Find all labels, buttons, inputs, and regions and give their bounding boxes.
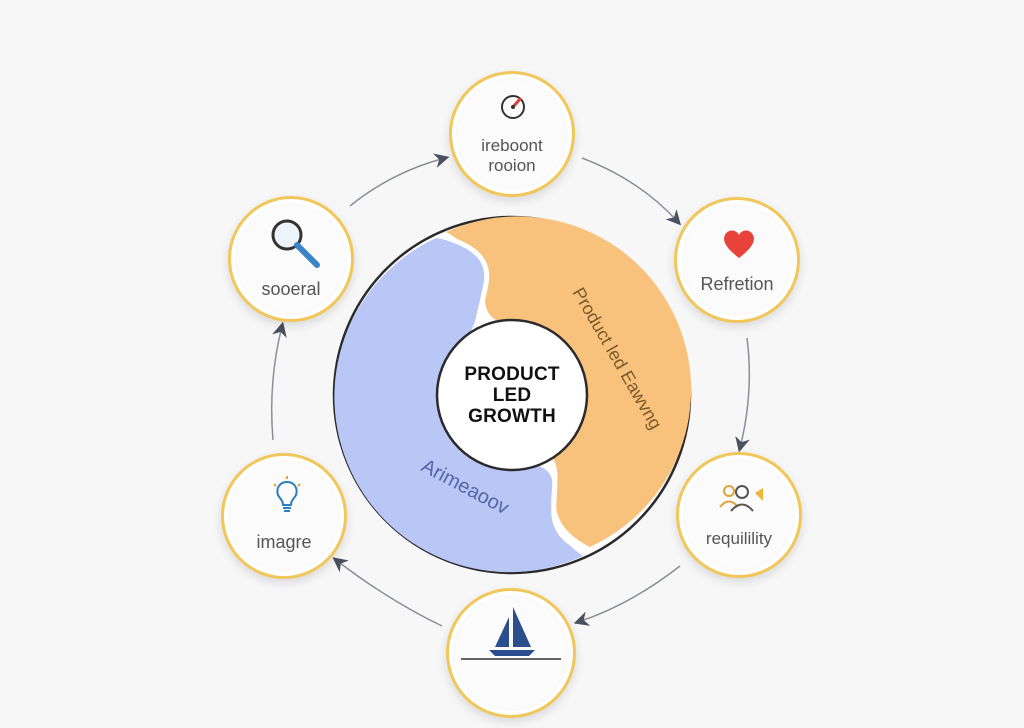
segment-divider-bottom xyxy=(545,454,591,555)
center-circle xyxy=(435,318,589,472)
lightbulb-icon xyxy=(270,476,304,521)
right-segment xyxy=(446,216,692,547)
arrow-left-top-to-top xyxy=(349,153,450,207)
node-left-top[interactable]: sooeral xyxy=(228,196,354,322)
arrow-left-bottom-to-left-top xyxy=(270,321,287,441)
center-title-line1: PRODUCT xyxy=(464,363,560,385)
users-icon xyxy=(717,481,767,520)
node-left-top-label: sooeral xyxy=(261,279,321,299)
center-title: PRODUCT LED GROWTH xyxy=(437,322,587,468)
magnifier-icon xyxy=(265,213,325,278)
node-right-bottom[interactable]: requilility xyxy=(676,452,802,578)
node-left-bottom[interactable]: imagre xyxy=(221,453,347,579)
node-top-label-line1: ireboont xyxy=(481,136,543,155)
node-bottom[interactable] xyxy=(446,588,576,718)
gauge-icon xyxy=(498,92,528,127)
segment-divider-top xyxy=(439,233,490,331)
left-segment xyxy=(334,238,583,573)
node-right-bottom-label: requilility xyxy=(705,529,773,548)
node-right-top-label: Refretion xyxy=(700,274,774,294)
arrow-top-to-right-top xyxy=(581,157,682,226)
center-title-line3: GROWTH xyxy=(468,405,556,427)
center-title-line2: LED xyxy=(492,384,532,406)
arrow-bottom-to-left-bottom xyxy=(332,557,443,627)
heart-icon xyxy=(722,228,756,265)
arrow-right-bottom-to-bottom xyxy=(573,565,681,626)
node-top-label-line2: rooion xyxy=(488,156,536,175)
sailboat-icon xyxy=(461,603,561,668)
node-left-bottom-label: imagre xyxy=(256,532,312,552)
node-right-top[interactable]: Refretion xyxy=(674,197,800,323)
node-top[interactable]: ireboont rooion xyxy=(449,71,575,197)
arrow-right-top-to-right-bottom xyxy=(735,337,751,453)
